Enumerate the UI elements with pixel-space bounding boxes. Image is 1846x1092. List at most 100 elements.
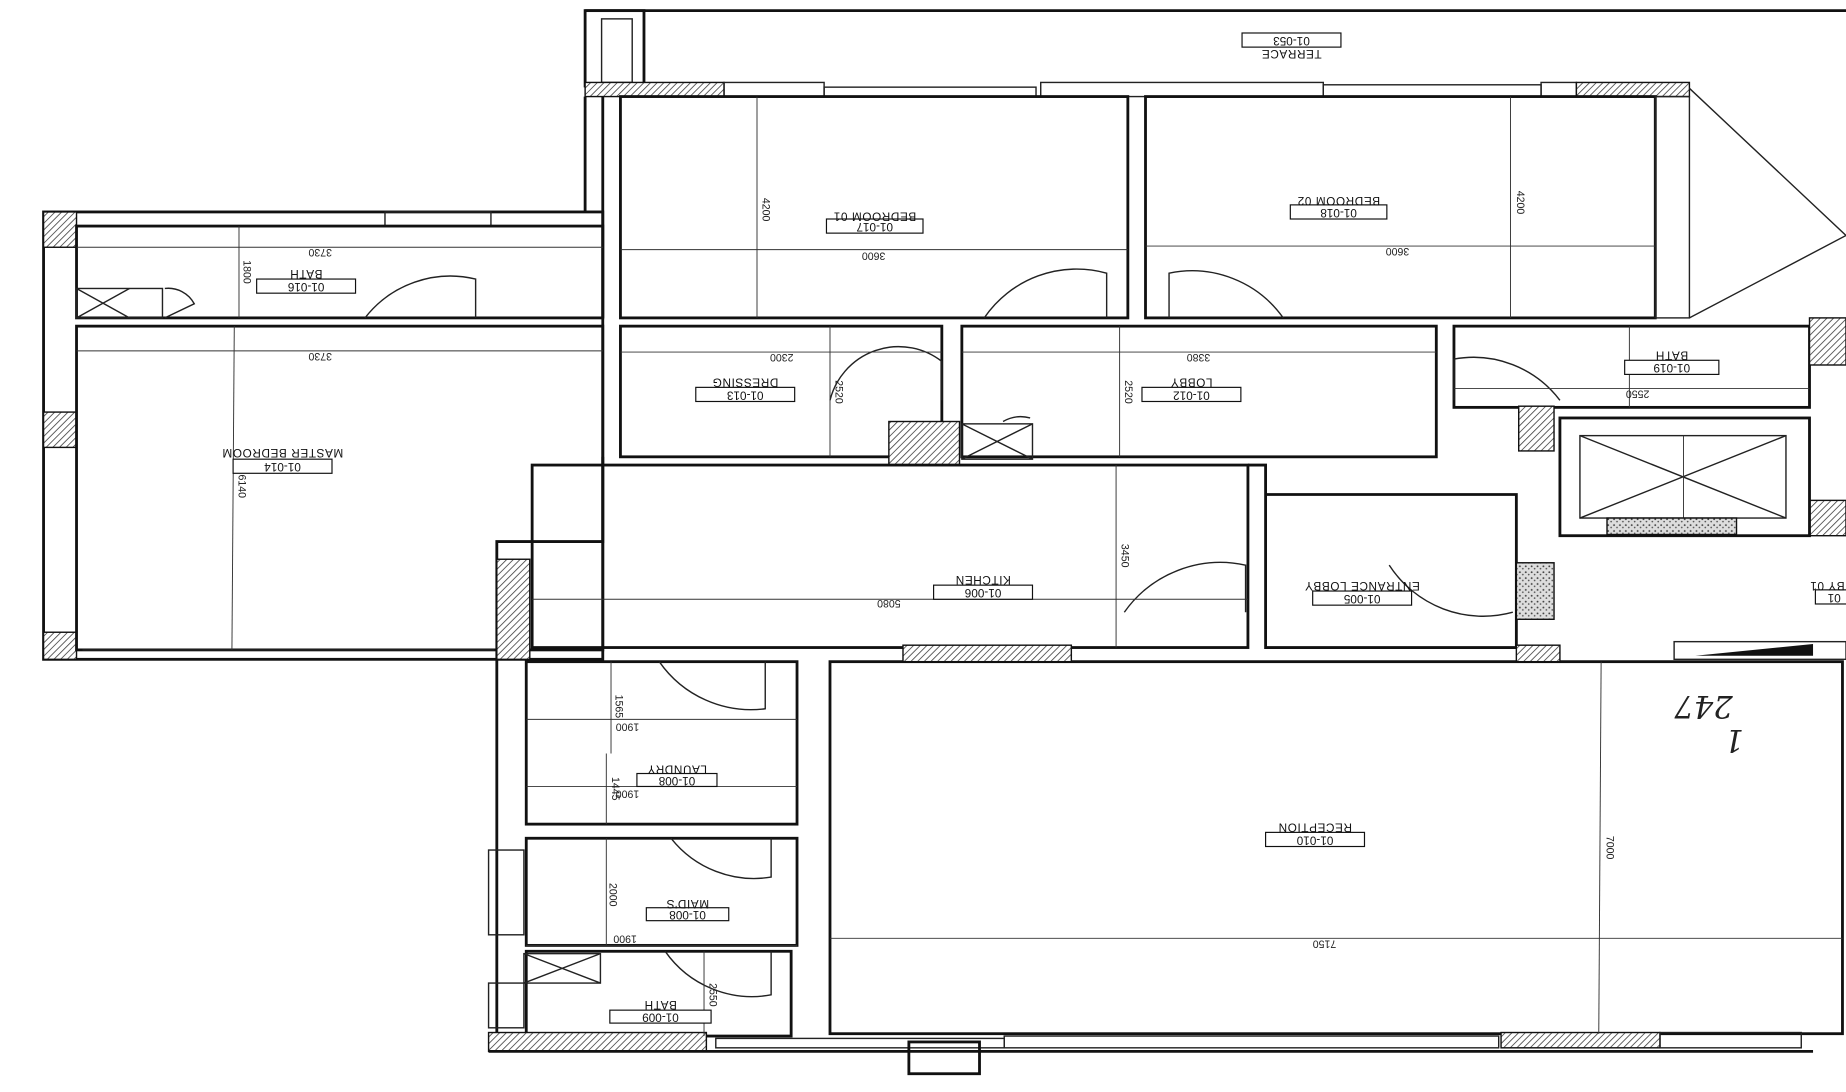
hatched-wall [1515, 644, 1561, 663]
window [487, 982, 525, 1029]
dimension-text: 3600 [1386, 245, 1410, 257]
room-code: 01-008 [669, 908, 706, 921]
dimension-text: 3730 [308, 350, 332, 362]
bedroom-02 [1144, 95, 1657, 320]
room-label-laundry: 01-008 LAUNDRY [636, 763, 718, 788]
handwritten-number: 247 [1674, 688, 1734, 723]
handwritten-fraction: 1 [1724, 722, 1743, 757]
room-label-terrace: 01-053 TERRACE [1241, 32, 1342, 60]
room-label-master-bedroom: 01-014 MASTER BEDROOM [222, 446, 343, 474]
room-code: 01-006 [964, 586, 1001, 599]
room-label-bedroom-02: 01-018 BEDROOM 02 [1289, 194, 1388, 220]
left-wing [42, 210, 605, 661]
maids-room [524, 836, 799, 947]
room-code: 01-013 [726, 388, 763, 401]
room-name: RECEPTION [1278, 820, 1352, 833]
room-name: DRESSING [712, 375, 778, 388]
exterior-wall-bottom [487, 1031, 1814, 1076]
room-label-bath-right: 01-019 BATH [1624, 348, 1720, 375]
window [487, 849, 525, 936]
room-label-dressing: 01-013 DRESSING [695, 375, 796, 403]
dimension-text: 3450 [1119, 544, 1131, 568]
room-name: ENTRANCE LOBBY [1304, 579, 1419, 592]
room-code: 01-014 [264, 460, 301, 473]
room-code: 01-005 [1343, 592, 1380, 605]
dimension-text: 2300 [770, 351, 794, 363]
dimension-text: 7000 [1604, 836, 1616, 860]
kitchen-outline [495, 456, 605, 1048]
reception [828, 660, 1844, 1036]
room-code: 01-016 [287, 280, 324, 293]
dimension-text: 2550 [706, 983, 718, 1007]
hatched-column [1808, 499, 1846, 537]
hatched-wall [1518, 405, 1555, 452]
room-name: MAID'S [666, 897, 709, 910]
room-name: MASTER BEDROOM [222, 446, 343, 459]
room-label-entrance-lobby: 01-005 ENTRANCE LOBBY [1304, 579, 1420, 606]
room-code: 01 [1828, 591, 1841, 604]
wall [1654, 95, 1691, 319]
entrance-lobby [1247, 463, 1518, 649]
handwritten-annotation: 247 1 [1674, 688, 1744, 757]
room-label-lobby-01-partial: 01 BY 01 [1810, 579, 1846, 605]
grained-column [1515, 562, 1555, 620]
room-label-bath-master: 01-016 BATH [256, 267, 357, 294]
terrace [583, 9, 1846, 88]
laundry [524, 660, 799, 826]
dimension-text: 2520 [832, 380, 844, 404]
room-label-lobby: 01-012 LOBBY [1141, 375, 1242, 403]
exterior-wall-top [584, 81, 1691, 98]
dimension-lines [76, 96, 1843, 1037]
dimension-text: 1445 [609, 777, 621, 801]
dimension-text: 3380 [1187, 351, 1211, 363]
stair-mark [1695, 644, 1814, 656]
room-name: BEDROOM 01 [833, 209, 916, 222]
room-name: LOBBY [1170, 375, 1212, 388]
room-label-reception: 01-010 RECEPTION [1265, 820, 1366, 848]
room-name: TERRACE [1261, 47, 1321, 60]
room-code: 01-018 [1320, 206, 1357, 219]
room-code: 01-012 [1173, 388, 1210, 401]
dimension-text: 1800 [240, 260, 252, 284]
dimension-text: 4200 [1514, 191, 1526, 215]
kitchen [530, 463, 1250, 649]
room-label-kitchen: 01-006 KITCHEN [933, 573, 1034, 600]
dimension-text: 1900 [613, 933, 637, 945]
room-code: 01-008 [658, 774, 695, 787]
room-name: BY 01 [1810, 579, 1845, 592]
room-code: 01-010 [1296, 833, 1333, 846]
lobby [960, 324, 1438, 459]
hatched-column [888, 420, 961, 466]
dimension-text: 1565 [612, 695, 624, 719]
bedroom-01 [619, 95, 1130, 320]
room-name: BATH [644, 998, 677, 1011]
hatched-wall [496, 558, 531, 661]
dimension-text: 2550 [1626, 387, 1650, 399]
shaft [961, 423, 1034, 460]
room-label-bedroom-01: 01-017 BEDROOM 01 [825, 209, 924, 234]
room-name: KITCHEN [955, 573, 1011, 586]
room-name: BATH [290, 267, 323, 280]
doors [164, 268, 1561, 998]
dimension-text: 6140 [236, 474, 248, 498]
dimension-text: 3600 [862, 250, 886, 262]
room-name: BEDROOM 02 [1297, 194, 1380, 207]
dimension-labels: 3730 3730 1800 6140 3600 3600 4200 4200 … [236, 191, 1650, 1007]
dimension-text: 2520 [1122, 380, 1134, 404]
dimension-text: 7150 [1313, 937, 1337, 949]
hatched-wall [902, 644, 1073, 663]
room-label-maids: 01-008 MAID'S [645, 897, 730, 922]
room-name: LAUNDRY [647, 763, 707, 776]
dimension-text: 3730 [308, 246, 332, 258]
room-code: 01-009 [642, 1011, 679, 1024]
dimension-text: 1900 [616, 721, 640, 733]
balcony-door-swing [1688, 87, 1846, 319]
dimension-text: 4200 [759, 198, 771, 222]
lift [1558, 416, 1811, 538]
room-code: 01-053 [1273, 34, 1310, 47]
hatched-column [1808, 317, 1846, 366]
room-name: BATH [1655, 348, 1688, 361]
room-label-bath-service: 01-009 BATH [609, 998, 712, 1024]
dimension-text: 5080 [877, 597, 901, 609]
